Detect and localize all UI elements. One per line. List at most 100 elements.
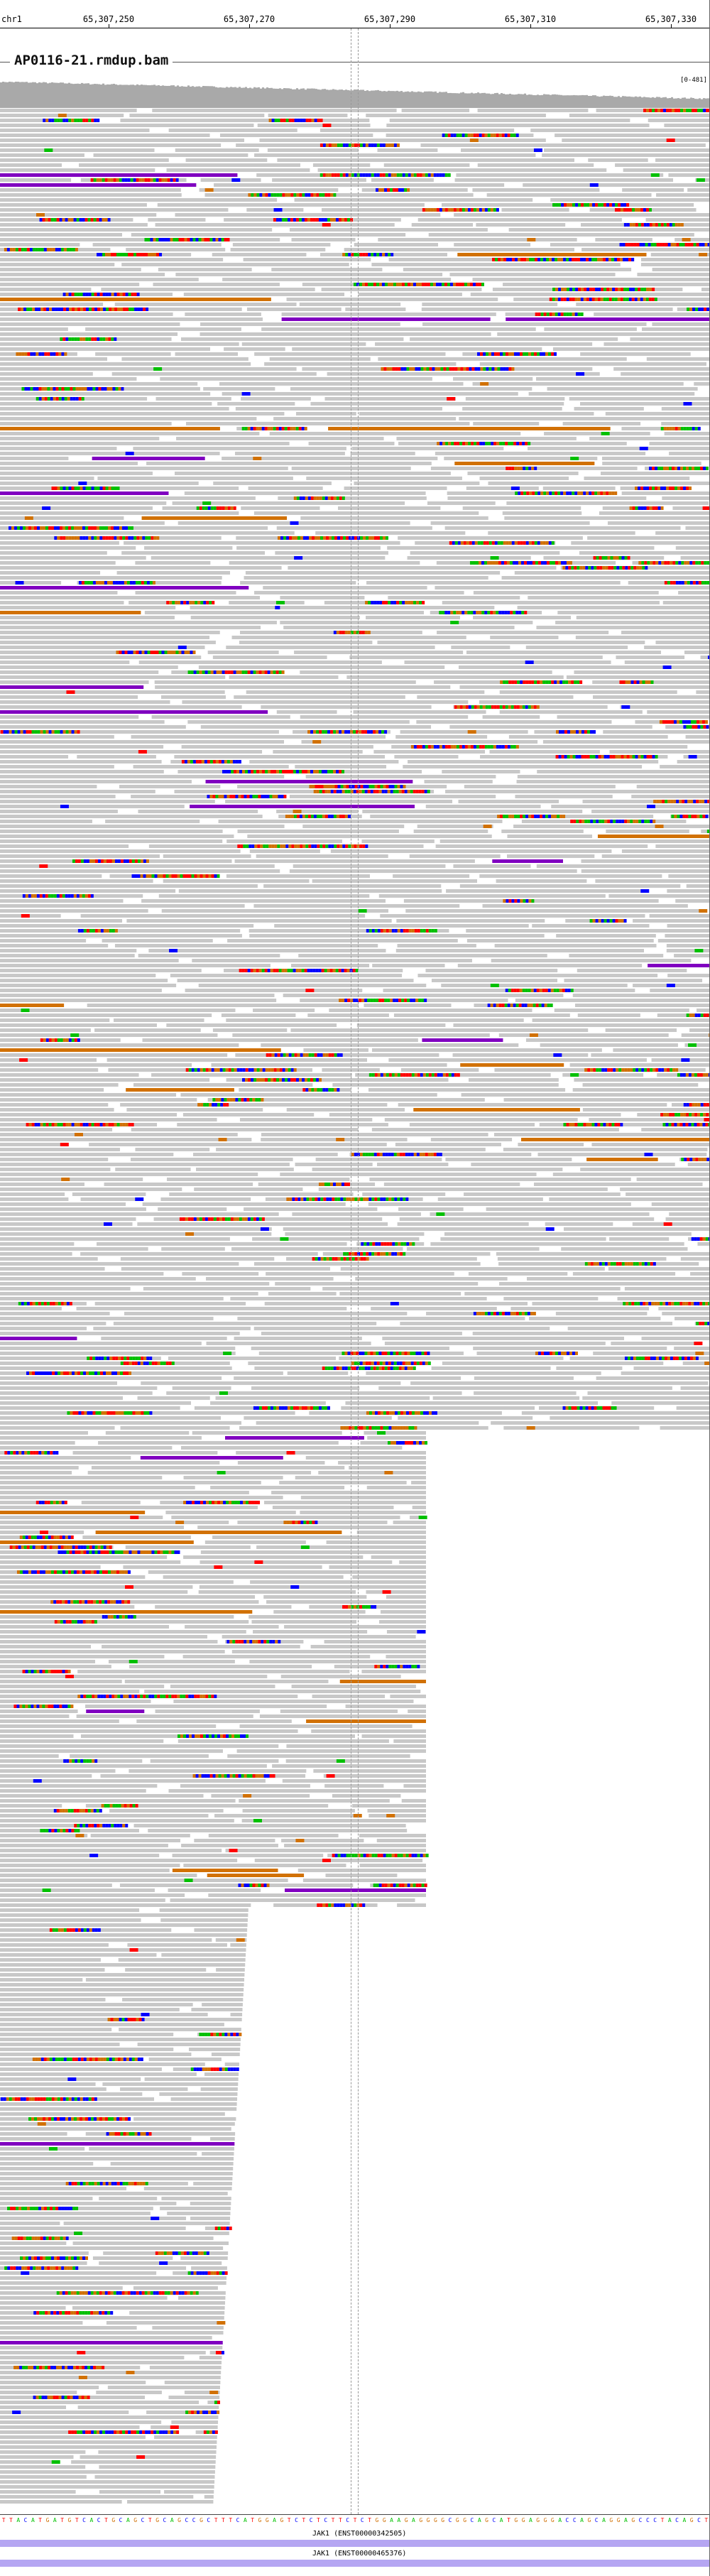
aligned-read[interactable] — [503, 1297, 599, 1300]
aligned-read[interactable] — [0, 919, 123, 923]
aligned-read[interactable] — [477, 163, 594, 167]
aligned-read[interactable] — [566, 675, 710, 679]
aligned-read[interactable] — [312, 879, 478, 883]
aligned-read[interactable] — [453, 864, 531, 868]
aligned-read[interactable] — [0, 1357, 161, 1360]
aligned-read[interactable] — [133, 1083, 313, 1087]
aligned-read[interactable] — [231, 1247, 403, 1251]
aligned-read[interactable] — [543, 148, 710, 152]
aligned-read[interactable] — [181, 745, 373, 749]
aligned-read[interactable] — [210, 1401, 326, 1405]
aligned-read[interactable] — [199, 188, 339, 192]
aligned-read[interactable] — [525, 646, 628, 649]
aligned-read[interactable] — [0, 506, 153, 510]
aligned-read[interactable] — [621, 372, 710, 376]
aligned-read[interactable] — [555, 134, 710, 137]
aligned-read[interactable] — [661, 407, 710, 411]
aligned-read[interactable] — [280, 596, 365, 599]
aligned-read[interactable] — [339, 1292, 462, 1295]
aligned-read[interactable] — [0, 904, 245, 908]
aligned-read[interactable] — [234, 1337, 362, 1340]
aligned-read[interactable] — [650, 253, 710, 256]
aligned-read[interactable] — [609, 1237, 670, 1241]
aligned-read[interactable] — [432, 1396, 580, 1400]
aligned-read[interactable] — [121, 551, 266, 555]
aligned-read[interactable] — [280, 621, 533, 624]
aligned-read[interactable] — [503, 1098, 710, 1102]
aligned-read[interactable] — [562, 1073, 644, 1077]
aligned-read[interactable] — [0, 974, 156, 977]
aligned-read[interactable] — [275, 1282, 479, 1286]
aligned-read[interactable] — [212, 656, 327, 659]
aligned-read[interactable] — [206, 1342, 371, 1345]
aligned-read[interactable] — [177, 979, 414, 982]
aligned-read[interactable] — [207, 651, 279, 654]
aligned-read[interactable] — [0, 939, 87, 942]
aligned-read[interactable] — [175, 213, 441, 217]
aligned-read[interactable] — [355, 1277, 508, 1281]
aligned-read[interactable] — [0, 680, 149, 684]
aligned-read[interactable] — [499, 690, 677, 694]
aligned-read[interactable] — [212, 253, 307, 256]
aligned-read[interactable] — [0, 1133, 238, 1136]
aligned-read[interactable] — [97, 477, 293, 480]
aligned-read[interactable] — [126, 248, 226, 251]
aligned-read[interactable] — [222, 278, 452, 281]
aligned-read[interactable] — [0, 820, 92, 823]
aligned-read[interactable] — [517, 775, 710, 778]
aligned-read[interactable] — [87, 1004, 359, 1007]
aligned-read[interactable] — [424, 780, 493, 783]
aligned-read[interactable] — [600, 472, 710, 475]
aligned-read[interactable] — [405, 909, 701, 913]
aligned-read[interactable] — [404, 661, 611, 664]
aligned-read[interactable] — [611, 1342, 702, 1345]
aligned-read[interactable] — [536, 626, 710, 629]
aligned-read[interactable] — [79, 163, 300, 167]
aligned-read[interactable] — [0, 601, 124, 604]
aligned-read[interactable] — [678, 591, 710, 594]
aligned-read[interactable] — [0, 268, 141, 271]
aligned-read[interactable] — [230, 1297, 487, 1300]
aligned-read[interactable] — [588, 158, 648, 162]
aligned-read[interactable] — [174, 755, 386, 759]
aligned-read[interactable] — [456, 173, 664, 177]
aligned-read[interactable] — [459, 685, 710, 689]
aligned-read[interactable] — [0, 347, 210, 351]
aligned-read[interactable] — [0, 1183, 84, 1186]
aligned-read[interactable] — [0, 1108, 114, 1112]
aligned-read[interactable] — [444, 1232, 692, 1236]
aligned-read[interactable] — [0, 1312, 110, 1315]
aligned-read[interactable] — [0, 1277, 196, 1281]
aligned-read[interactable] — [170, 974, 403, 977]
aligned-read[interactable] — [289, 795, 496, 798]
aligned-read[interactable] — [398, 1103, 667, 1107]
aligned-read[interactable] — [0, 949, 137, 952]
aligned-read[interactable] — [442, 770, 520, 773]
aligned-read[interactable] — [469, 1078, 559, 1082]
aligned-read[interactable] — [295, 412, 356, 415]
aligned-read[interactable] — [431, 1366, 551, 1370]
aligned-read[interactable] — [461, 148, 535, 152]
aligned-read[interactable] — [0, 452, 220, 455]
aligned-read[interactable] — [466, 929, 710, 933]
aligned-read[interactable] — [444, 526, 681, 530]
aligned-read[interactable] — [554, 1009, 689, 1012]
aligned-read[interactable] — [229, 561, 420, 565]
aligned-read[interactable] — [155, 397, 231, 401]
aligned-read[interactable] — [0, 1381, 117, 1385]
aligned-read[interactable] — [0, 1023, 157, 1027]
aligned-read[interactable] — [0, 1148, 120, 1151]
aligned-read[interactable] — [562, 422, 641, 425]
aligned-read[interactable] — [312, 1168, 563, 1171]
aligned-read[interactable] — [0, 203, 147, 207]
aligned-read[interactable] — [608, 894, 710, 898]
aligned-read[interactable] — [0, 1143, 67, 1146]
aligned-read[interactable] — [604, 342, 710, 346]
aligned-read[interactable] — [675, 546, 710, 550]
aligned-read[interactable] — [234, 859, 475, 863]
aligned-read[interactable] — [536, 864, 710, 868]
aligned-read[interactable] — [655, 531, 710, 535]
aligned-read[interactable] — [312, 163, 371, 167]
aligned-read[interactable] — [655, 641, 710, 644]
aligned-read[interactable] — [184, 491, 426, 495]
